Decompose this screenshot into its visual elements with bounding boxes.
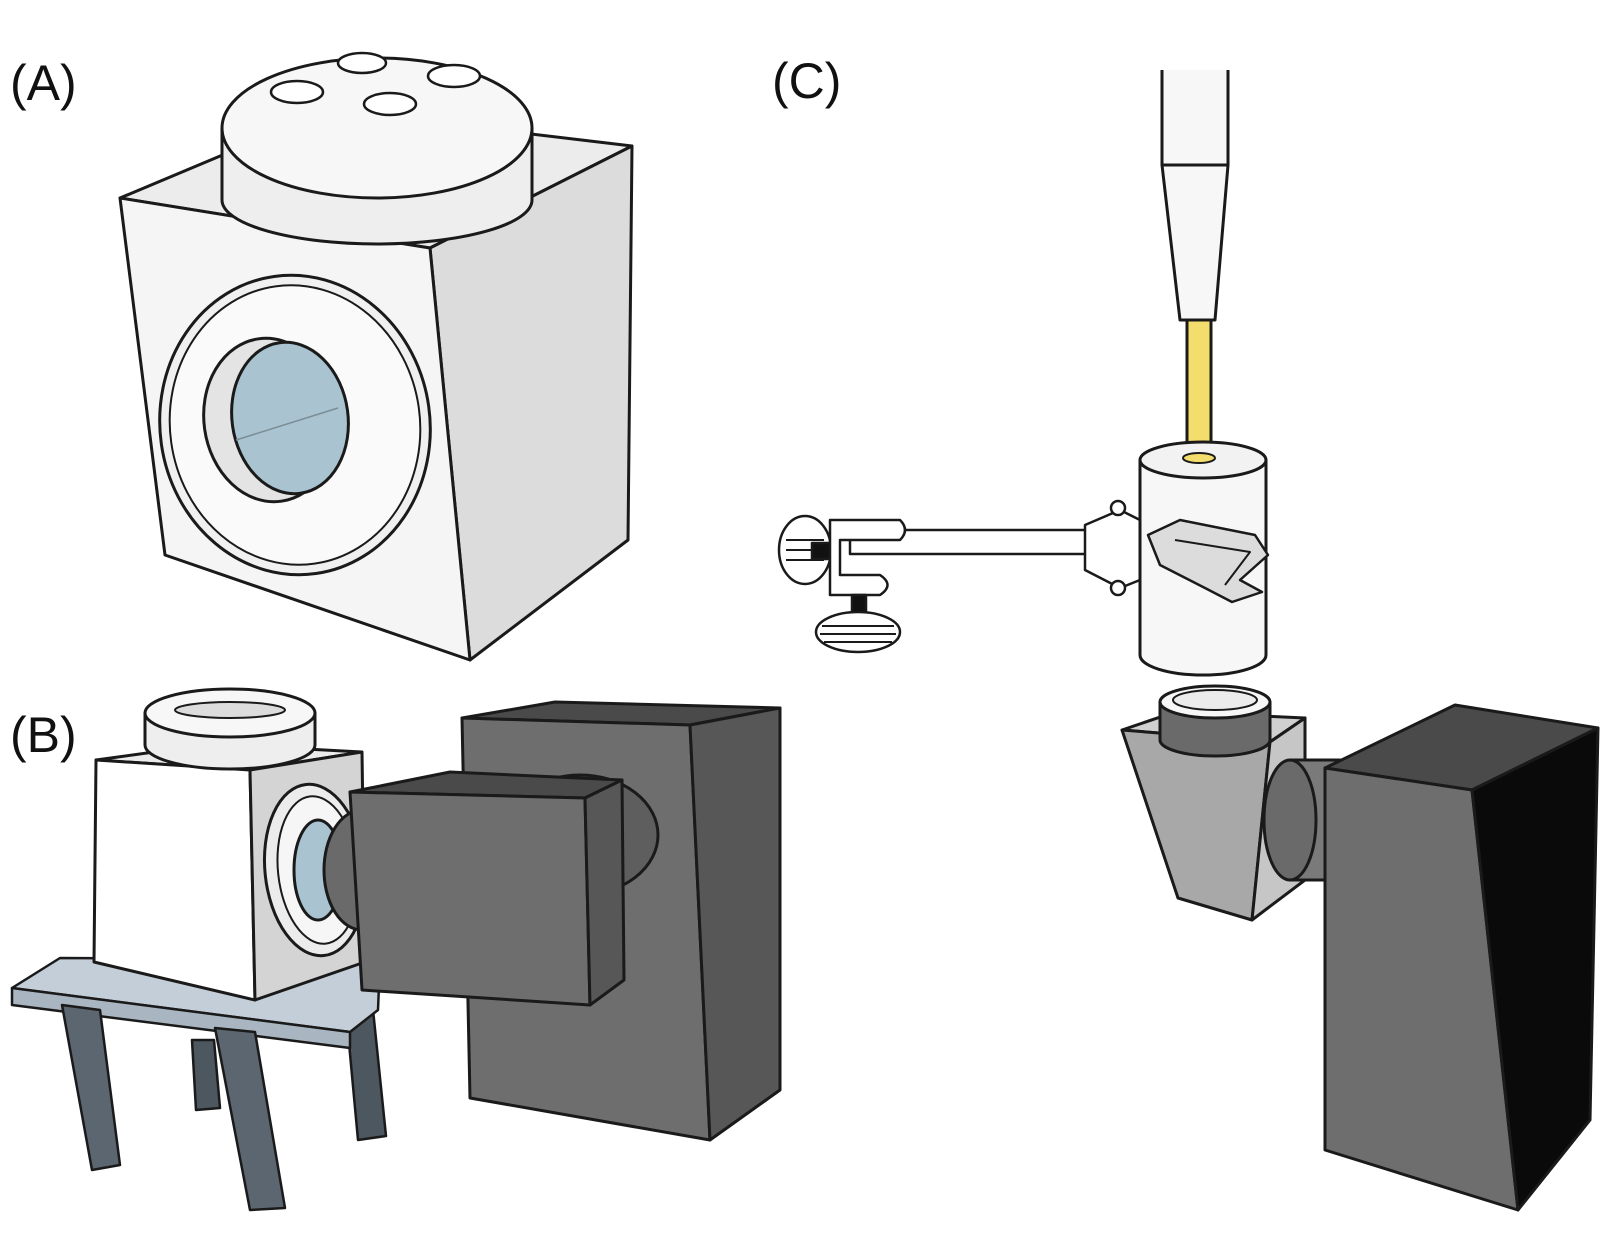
panel-a-label: (A) <box>10 55 77 111</box>
camera-body-side <box>688 706 782 1142</box>
stand <box>10 956 388 1212</box>
panel-c: (C) <box>772 53 1600 1212</box>
camera-c <box>1323 703 1600 1212</box>
cap-port-1 <box>269 79 325 105</box>
panel-b-label: (B) <box>10 707 77 763</box>
cuvette-holder-large <box>118 51 634 662</box>
cap-port-3 <box>426 63 482 89</box>
lens-block-front <box>348 790 592 1007</box>
probe-upper <box>1162 70 1228 165</box>
probe-taper <box>1160 163 1230 322</box>
cap-port-2 <box>336 51 388 75</box>
stand-leg-front-right <box>213 1026 287 1212</box>
optics-block-front <box>1120 728 1272 922</box>
clamp-screw-bottom <box>1109 579 1127 597</box>
stand-front-edge <box>10 986 352 1050</box>
cap-port-4 <box>362 91 418 117</box>
fiber-probe <box>1160 70 1230 452</box>
window-glass-line <box>235 407 339 441</box>
sample-cuvette-fiber-port <box>1182 452 1216 464</box>
clamp-arm <box>777 499 1142 654</box>
cuvette-holder-small <box>92 687 368 1002</box>
optics-block <box>1120 684 1342 922</box>
clamp-body <box>828 518 907 597</box>
panel-a: (A) <box>10 51 634 662</box>
cuvette-cap-top <box>220 56 534 200</box>
fiber-optic <box>1185 318 1213 452</box>
stand-leg-back-left <box>190 1038 222 1112</box>
camera-lens <box>322 770 626 1007</box>
camera-c-side <box>1470 726 1600 1212</box>
clamp-knob-bottom <box>814 610 902 654</box>
optics-ring-lens <box>1172 689 1258 711</box>
lens-block-side <box>583 778 626 1007</box>
small-cuvette-front <box>92 758 257 1002</box>
cap-ports <box>269 51 482 117</box>
panel-b: (B) <box>10 687 782 1212</box>
stand-leg-front-left <box>60 1003 122 1172</box>
clamp-jaw <box>1083 508 1142 590</box>
clamp-screw-top <box>1109 499 1127 517</box>
panel-c-label: (C) <box>772 53 841 109</box>
clamp-knob-top-stem <box>810 541 832 561</box>
small-cuvette-cap-ports <box>174 701 286 719</box>
sample-cuvette <box>1138 440 1270 677</box>
window-glass <box>230 340 350 496</box>
